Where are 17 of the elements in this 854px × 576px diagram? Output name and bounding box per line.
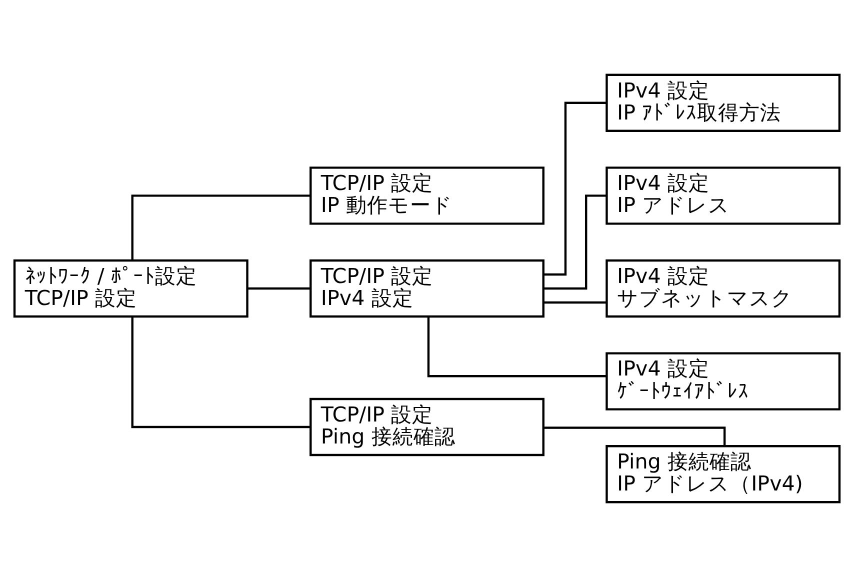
connector [544,426,726,446]
node-box: TCP/IP 設定 Ping 接続確認 [310,397,544,456]
node-box: IPv4 設定 ｹﾞｰﾄｳｪｲｱﾄﾞﾚｽ [606,352,841,410]
connector [544,101,606,276]
connector [248,286,310,290]
connector [131,194,311,260]
node-box: TCP/IP 設定 IP 動作モード [310,166,544,224]
node-box: IPv4 設定 IP アドレス [606,166,841,224]
node-box: TCP/IP 設定 IPv4 設定 [310,258,544,318]
node-box: Ping 接続確認 IP アドレス（IPv4) [606,444,841,503]
connector [544,300,607,304]
node-box: ﾈｯﾄﾜｰｸ / ﾎﾟｰﾄ設定 TCP/IP 設定 [13,258,248,318]
connector [543,194,606,290]
node-box: IPv4 設定 サブネットマスク [606,258,841,318]
connector [427,316,607,377]
connector [131,316,311,428]
node-box: IPv4 設定 IP ｱﾄﾞﾚｽ取得方法 [606,73,841,132]
